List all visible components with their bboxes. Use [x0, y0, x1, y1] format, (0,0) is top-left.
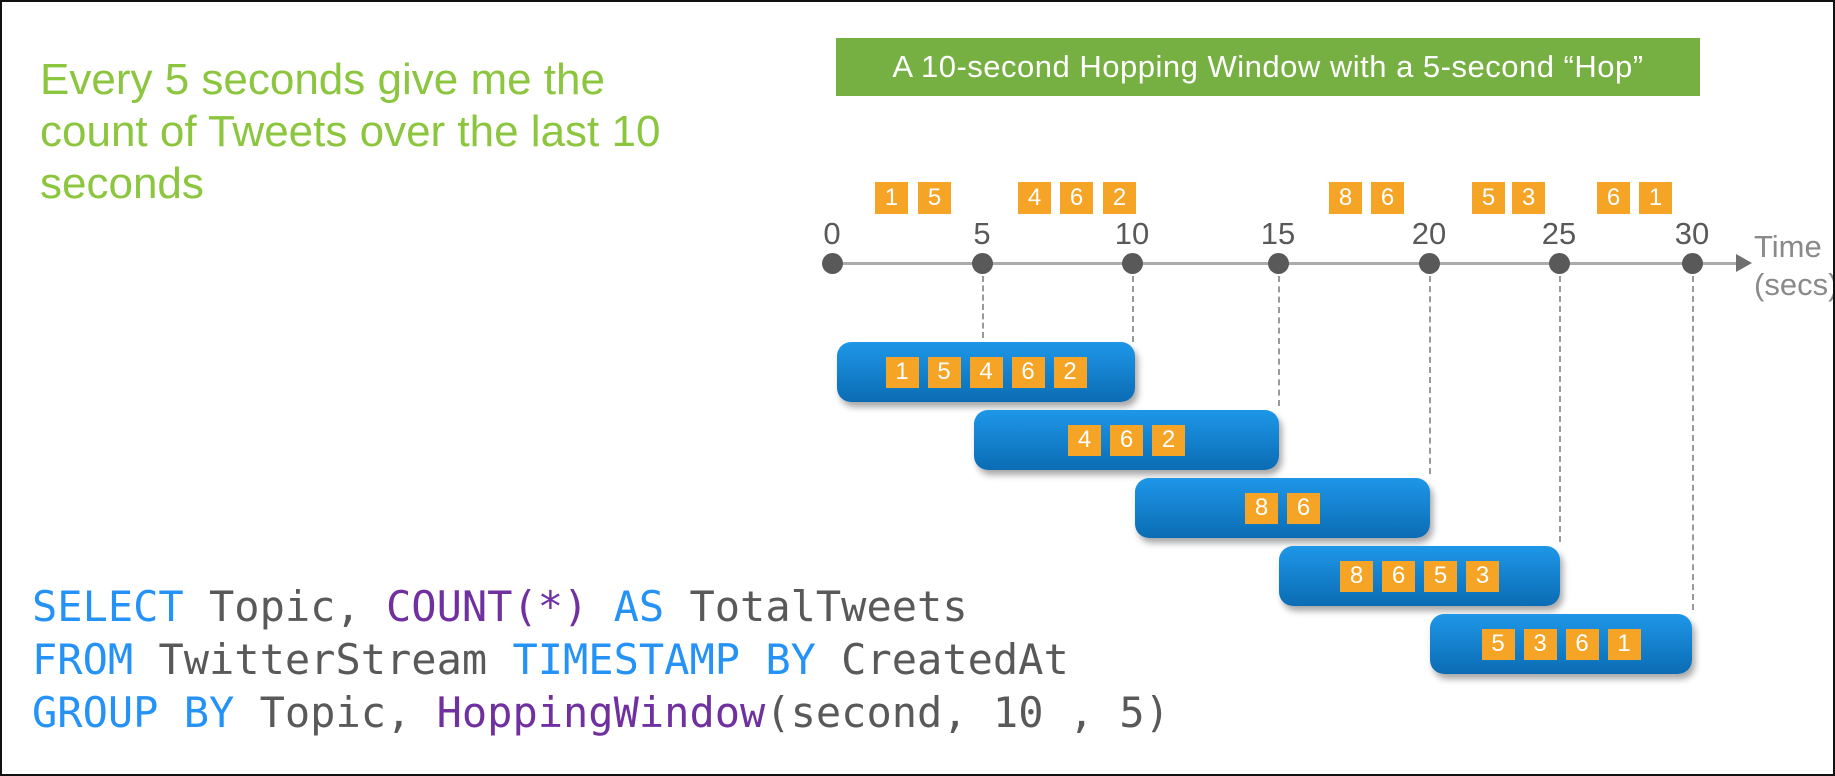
- stream-event-box: 4: [1018, 182, 1051, 214]
- sql-token-function: HoppingWindow: [436, 688, 766, 737]
- timeline-title-line1: Time: [1754, 229, 1822, 264]
- timeline-tick-label: 10: [1114, 216, 1150, 251]
- window-event-box: 5: [1424, 560, 1457, 592]
- timeline-tick-label: 30: [1674, 216, 1710, 251]
- sql-token-plain: TwitterStream: [133, 635, 513, 684]
- window-event-box: 3: [1466, 560, 1499, 592]
- sql-code-line: FROM TwitterStream TIMESTAMP BY CreatedA…: [32, 633, 1170, 686]
- sql-code-line: SELECT Topic, COUNT(*) AS TotalTweets: [32, 580, 1170, 633]
- sql-token-plain: TotalTweets: [689, 582, 968, 631]
- sql-token-keyword: GROUP BY: [32, 688, 235, 737]
- timeline-tick-dot: [1549, 253, 1570, 274]
- sql-token-plain: CreatedAt: [815, 635, 1069, 684]
- window-event-box: 6: [1011, 356, 1045, 388]
- headline-line-1: Every 5 seconds give me the: [40, 55, 605, 104]
- window-event-box: 6: [1565, 628, 1599, 660]
- window-event-box: 8: [1340, 560, 1373, 592]
- dashed-guide-line: [982, 276, 984, 338]
- timeline-tick-label: 15: [1260, 216, 1296, 251]
- timeline-tick-dot: [1682, 253, 1703, 274]
- dashed-guide-line: [1278, 276, 1280, 406]
- dashed-guide-line: [1559, 276, 1561, 542]
- headline-line-3: seconds: [40, 159, 204, 208]
- stream-event-box: 8: [1329, 182, 1362, 214]
- timeline-tick-label: 20: [1411, 216, 1447, 251]
- dashed-guide-line: [1429, 276, 1431, 474]
- timeline-tick-dot: [822, 253, 843, 274]
- window-event-box: 8: [1245, 492, 1278, 524]
- timeline-arrow-icon: [1736, 254, 1752, 272]
- stream-event-box: 6: [1371, 182, 1404, 214]
- timeline-tick-dot: [972, 253, 993, 274]
- window-event-box: 6: [1382, 560, 1415, 592]
- window-event-box: 6: [1287, 492, 1320, 524]
- sql-token-keyword: SELECT: [32, 582, 184, 631]
- timeline-title-line2: (secs): [1754, 267, 1835, 302]
- window-event-box: 2: [1152, 424, 1185, 456]
- dashed-guide-line: [1132, 276, 1134, 342]
- stream-event-box: 1: [875, 182, 908, 214]
- sql-code-line: GROUP BY Topic, HoppingWindow(second, 10…: [32, 686, 1170, 739]
- window-event-box: 5: [927, 356, 961, 388]
- sql-token-keyword: TIMESTAMP BY: [512, 635, 816, 684]
- dashed-guide-line: [1692, 276, 1694, 610]
- window-event-box: 6: [1110, 424, 1143, 456]
- timeline-tick-label: 25: [1541, 216, 1577, 251]
- timeline-tick-dot: [1268, 253, 1289, 274]
- stream-event-box: 5: [918, 182, 951, 214]
- window-event-box: 1: [1607, 628, 1641, 660]
- timeline-title: Time (secs): [1754, 228, 1835, 304]
- window-event-box: 4: [1068, 424, 1101, 456]
- sql-token-plain: (second, 10 , 5): [765, 688, 1170, 737]
- timeline-tick-label: 5: [973, 216, 991, 251]
- title-banner-label: A 10-second Hopping Window with a 5-seco…: [892, 49, 1644, 84]
- sql-token-plain: Topic,: [183, 582, 387, 631]
- sql-token-function: COUNT(*): [386, 582, 589, 631]
- window-event-box: 4: [969, 356, 1003, 388]
- title-banner: A 10-second Hopping Window with a 5-seco…: [836, 38, 1700, 96]
- timeline-tick-label: 0: [823, 216, 841, 251]
- headline-line-2: count of Tweets over the last 10: [40, 107, 661, 156]
- window-event-box: 5: [1481, 628, 1515, 660]
- timeline-tick-dot: [1419, 253, 1440, 274]
- sql-token-plain: Topic,: [234, 688, 437, 737]
- headline: Every 5 seconds give me the count of Twe…: [40, 54, 660, 210]
- stream-event-box: 6: [1060, 182, 1093, 214]
- stream-event-box: 1: [1639, 182, 1672, 214]
- sql-token-keyword: FROM: [32, 635, 134, 684]
- window-event-box: 2: [1053, 356, 1087, 388]
- window-event-box: 3: [1523, 628, 1557, 660]
- stream-event-box: 2: [1103, 182, 1136, 214]
- timeline-tick-dot: [1122, 253, 1143, 274]
- window-event-box: 1: [885, 356, 919, 388]
- stream-event-box: 3: [1512, 182, 1545, 214]
- stream-event-box: 6: [1597, 182, 1630, 214]
- sql-token-keyword: AS: [588, 582, 690, 631]
- stream-event-box: 5: [1472, 182, 1505, 214]
